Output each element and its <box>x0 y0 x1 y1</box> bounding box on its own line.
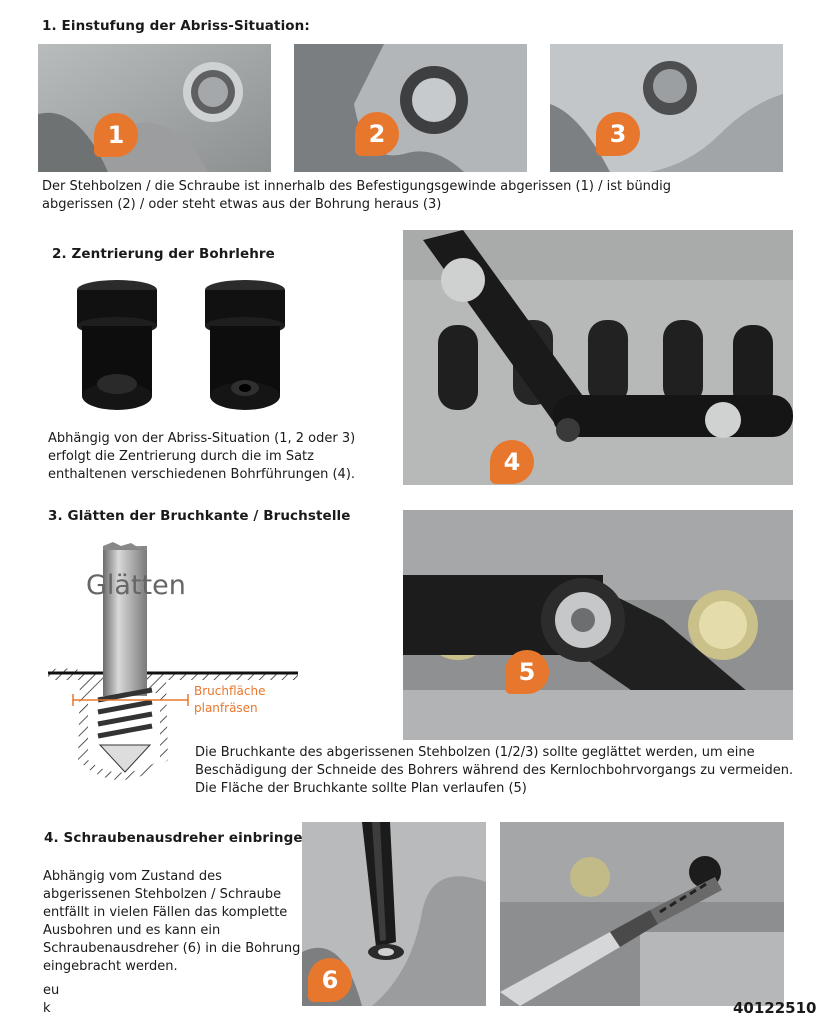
section-2-heading: 2. Zentrierung der Bohrlehre <box>52 246 275 262</box>
section-3-heading: 3. Glätten der Bruchkante / Bruchstelle <box>48 508 351 524</box>
section-1-heading: 1. Einstufung der Abriss-Situation: <box>42 18 310 34</box>
article-number: 40122510 <box>733 999 817 1017</box>
section-3-text: Die Bruchkante des abgerissenen Stehbolz… <box>195 745 794 796</box>
diagram-label-surface: Bruchfläche <box>194 684 266 698</box>
badge-5: 5 <box>505 650 549 694</box>
photo-breakage-2 <box>294 44 527 172</box>
section-4-cut-line-2: k <box>43 1001 51 1016</box>
photo-breakage-1 <box>38 44 271 172</box>
badge-4: 4 <box>490 440 534 484</box>
section-4-cut-line-1: eu <box>43 983 60 998</box>
badge-2: 2 <box>355 112 399 156</box>
photo-smoothing <box>403 510 793 740</box>
photo-breakage-3 <box>550 44 783 172</box>
drill-guide-bushings-image <box>70 278 300 418</box>
badge-6: 6 <box>308 958 352 1002</box>
section-1-text: Der Stehbolzen / die Schraube ist innerh… <box>42 179 672 212</box>
badge-1: 1 <box>94 113 138 157</box>
section-4-heading: 4. Schraubenausdreher einbringen <box>44 830 313 846</box>
smoothing-diagram: Glätten Bruchfläche planfräsen <box>48 540 298 785</box>
badge-3: 3 <box>596 112 640 156</box>
photo-extractor-tool <box>500 822 784 1006</box>
diagram-title: Glätten <box>86 570 186 601</box>
photo-centering-jig <box>403 230 793 485</box>
section-4-text: Abhängig vom Zustand des abgerissenen St… <box>43 869 301 974</box>
diagram-label-mill: planfräsen <box>194 701 258 715</box>
section-2-text: Abhängig von der Abriss-Situation (1, 2 … <box>48 431 356 482</box>
